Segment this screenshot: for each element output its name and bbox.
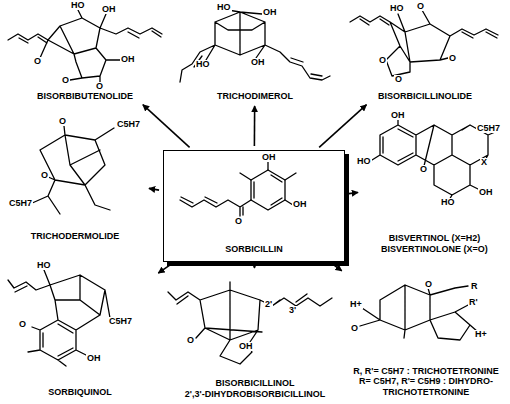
atom-label: HO xyxy=(70,1,86,10)
atom-label: O xyxy=(61,76,70,85)
atom-label: C5H7 xyxy=(476,124,501,133)
atom-label: OH xyxy=(86,354,102,363)
compound-name: BISORBICILLINOLIDE xyxy=(378,91,472,102)
atom-label: OH xyxy=(101,5,117,14)
reaction-arrow xyxy=(254,266,256,268)
compound-name: SORBICILLIN xyxy=(225,244,283,255)
atom-label: OH xyxy=(478,188,494,197)
atom-label: HO xyxy=(195,60,211,69)
compound-name: BISVERTINOLONE (X=O) xyxy=(381,244,488,255)
reaction-arrow xyxy=(333,264,342,270)
atom-label: OH xyxy=(250,58,266,67)
compound-label: TRICHODERMOLIDE xyxy=(5,110,145,242)
atom-label: R xyxy=(470,282,479,291)
atom-label: O xyxy=(378,56,387,65)
compound-name: BISVERTINOL (X=H2) xyxy=(389,233,481,244)
atom-label: O xyxy=(394,75,403,84)
atom-label: OH xyxy=(261,153,277,162)
atom-label: O xyxy=(424,280,433,289)
center-box: SORBICILLIN xyxy=(163,150,345,262)
reaction-arrow xyxy=(143,105,190,148)
atom-label: O xyxy=(33,57,42,66)
atom-label: OH xyxy=(390,111,406,120)
atom-label: O xyxy=(58,117,67,126)
compound-name: TRICHODIMEROL xyxy=(217,91,293,102)
atom-label: OH xyxy=(238,342,254,351)
atom-label: C5H7 xyxy=(108,317,133,326)
atom-label: 3' xyxy=(288,306,297,315)
atom-label: 2' xyxy=(264,300,273,309)
atom-label: C5H7 xyxy=(8,199,33,208)
compound-label: SORBIQUINOL xyxy=(5,258,155,398)
compound-name: 2',3'-DIHYDROBISORBICILLINOL xyxy=(185,389,325,400)
atom-label: O xyxy=(186,336,195,345)
atom-label: OH xyxy=(262,8,278,17)
atom-label: O xyxy=(416,2,425,11)
compound-name: BISORBIBUTENOLIDE xyxy=(37,91,133,102)
compound-name: TRICHODERMOLIDE xyxy=(31,231,120,242)
atom-label: O xyxy=(448,54,457,63)
atom-label: HO xyxy=(389,4,405,13)
atom-label: H+ xyxy=(349,300,363,309)
atom-label: O xyxy=(419,165,428,174)
atom-label: HO xyxy=(356,157,372,166)
atom-label: HO xyxy=(36,261,52,270)
atom-label: O xyxy=(350,324,359,333)
atom-label: O xyxy=(234,217,243,226)
compound-label: BISORBIBUTENOLIDE xyxy=(5,2,165,102)
atom-label: OH xyxy=(120,55,136,64)
atom-label: R' xyxy=(468,298,479,307)
atom-label: OH xyxy=(292,200,308,209)
compound-name: SORBIQUINOL xyxy=(48,387,112,398)
reaction-arrow xyxy=(254,106,256,146)
atom-label: HO xyxy=(216,3,232,12)
atom-label: X xyxy=(480,158,488,167)
compound-label: BISORBICILLINOLIDE xyxy=(345,2,505,102)
atom-label: O xyxy=(18,320,27,329)
atom-label: H+ xyxy=(474,330,488,339)
reaction-arrow xyxy=(349,192,358,193)
reaction-arrow xyxy=(319,105,366,148)
compound-name: BISORBICILLINOL xyxy=(216,378,295,389)
atom-label: C5H7 xyxy=(116,120,141,129)
atom-label: O xyxy=(95,82,104,91)
atom-label: HO xyxy=(440,198,456,207)
atom-label: O xyxy=(40,171,49,180)
compound-label: TRICHODIMEROL xyxy=(175,2,335,102)
compound-name: R= C5H7, R'= C5H9 : DIHYDRO-TRICHOTETRON… xyxy=(345,376,507,398)
compound-name: R, R'= C5H7 : TRICHOTETRONINE xyxy=(353,366,498,377)
reaction-arrow xyxy=(149,188,159,190)
reaction-arrow xyxy=(158,264,171,273)
